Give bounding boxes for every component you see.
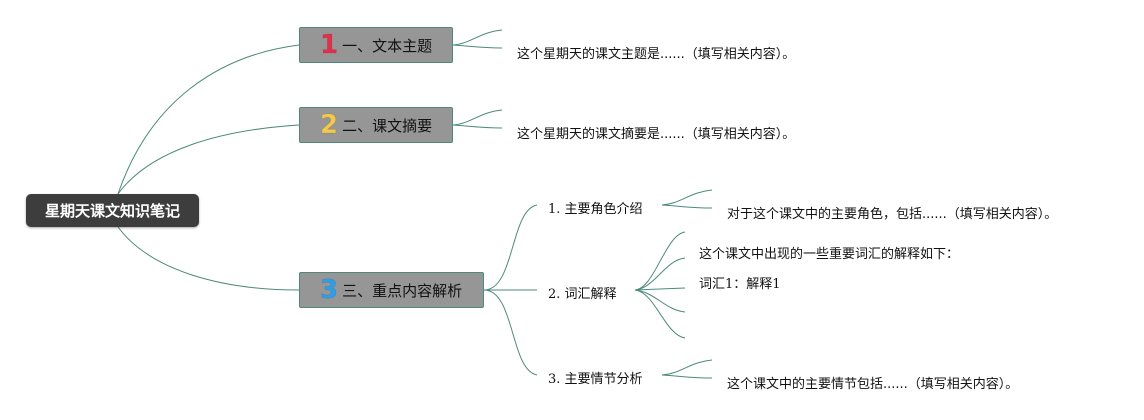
link-sub3-fork-b <box>661 374 713 379</box>
link-b3-sub3 <box>483 289 538 376</box>
root-node[interactable]: 星期天课文知识笔记 <box>26 194 199 227</box>
link-b2-fork-b <box>452 124 503 129</box>
branch-label: 二、课文摘要 <box>342 116 433 135</box>
link-sub3-fork-a <box>661 359 713 376</box>
number-three-icon: 3 <box>320 275 339 305</box>
leaf-text-summary[interactable]: 这个星期天的课文摘要是......（填写相关内容）。 <box>517 127 796 142</box>
link-sub2-leaf4 <box>634 289 686 339</box>
number-two-icon: 2 <box>320 110 339 140</box>
branch-label: 三、重点内容解析 <box>342 281 463 300</box>
link-sub1-fork-b <box>661 204 713 209</box>
link-sub2-leaf5 <box>634 287 686 291</box>
link-b2-fork-a <box>452 109 503 126</box>
sub-node-vocabulary[interactable]: 2. 词汇解释 <box>548 287 617 302</box>
leaf-text-vocab-1[interactable]: 词汇1：解释1 <box>699 277 781 292</box>
link-root-b2 <box>117 124 300 195</box>
link-sub2-leaf1 <box>634 231 686 291</box>
branch-node-2[interactable]: 2 二、课文摘要 <box>299 107 453 143</box>
branch-node-3[interactable]: 3 三、重点内容解析 <box>299 272 484 308</box>
sub-node-characters[interactable]: 1. 主要角色介绍 <box>548 202 643 217</box>
branch-label: 一、文本主题 <box>342 36 433 55</box>
link-root-b1 <box>117 44 300 195</box>
leaf-text-characters[interactable]: 对于这个课文中的主要角色，包括......（填写相关内容）。 <box>727 207 1058 222</box>
number-one-icon: 1 <box>320 30 339 60</box>
link-sub2-leaf2 <box>634 257 686 291</box>
root-label: 星期天课文知识笔记 <box>44 202 180 220</box>
link-root-b3 <box>117 226 300 291</box>
leaf-text-vocab-intro[interactable]: 这个课文中出现的一些重要词汇的解释如下： <box>699 247 960 262</box>
link-b3-sub1 <box>483 204 538 291</box>
branch-node-1[interactable]: 1 一、文本主题 <box>299 27 453 63</box>
sub-node-plot[interactable]: 3. 主要情节分析 <box>548 372 643 387</box>
link-b1-fork-a <box>452 29 503 46</box>
leaf-text-plot[interactable]: 这个课文中的主要情节包括......（填写相关内容）。 <box>727 377 1019 392</box>
leaf-text-topic[interactable]: 这个星期天的课文主题是......（填写相关内容）。 <box>517 47 796 62</box>
link-b1-fork-b <box>452 44 503 49</box>
link-sub1-fork-a <box>661 189 713 206</box>
